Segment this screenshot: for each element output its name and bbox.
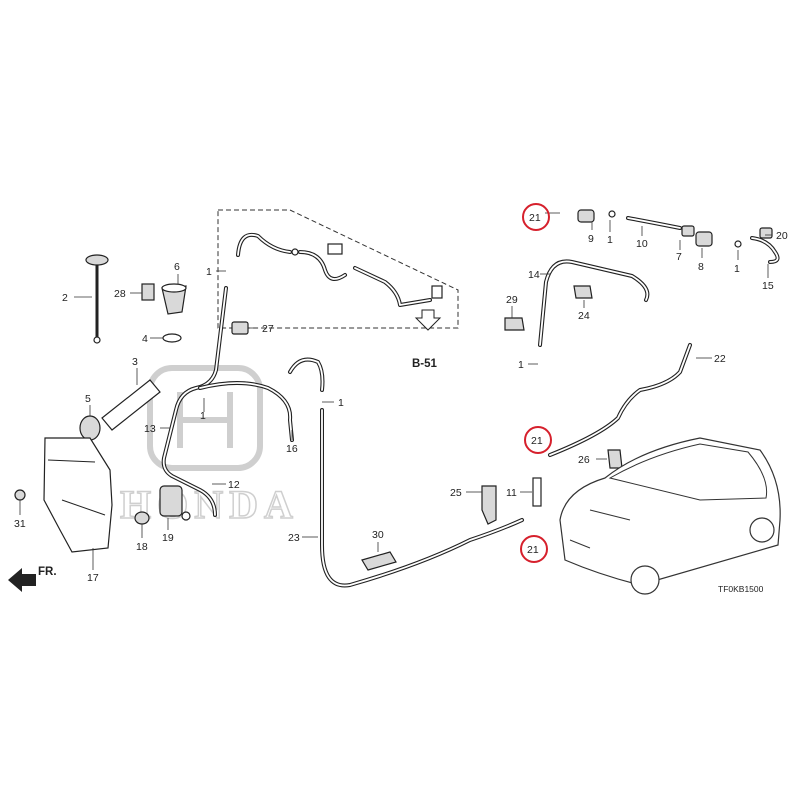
part-2-level-gauge: [85, 254, 109, 344]
callout-20[interactable]: 20: [776, 230, 788, 242]
callout-28[interactable]: 28: [114, 288, 126, 300]
part-3-filler-pipe: [101, 379, 161, 431]
direction-label: FR.: [38, 566, 57, 578]
callout-7[interactable]: 7: [676, 251, 682, 263]
part-25-bracket: [481, 485, 497, 525]
callout-21-mid[interactable]: 21: [531, 435, 543, 447]
callout-5[interactable]: 5: [85, 393, 91, 405]
ref-arrow-b51[interactable]: B-51: [412, 309, 442, 370]
hose-22: [548, 343, 692, 457]
callout-27[interactable]: 27: [262, 323, 274, 335]
part-11-hose: [532, 477, 542, 507]
callout-31[interactable]: 31: [14, 518, 26, 530]
callout-14[interactable]: 14: [528, 269, 540, 281]
callouts[interactable]: 2 1 6 28 4 27 3 5 1 13 16 12 17 31 18 19…: [14, 212, 788, 584]
callout-19[interactable]: 19: [162, 532, 174, 544]
part-27-clip: [231, 321, 249, 335]
reference-label: B-51: [412, 358, 438, 370]
callout-10[interactable]: 10: [636, 238, 648, 250]
callout-1[interactable]: 1: [518, 359, 524, 371]
callout-8[interactable]: 8: [698, 261, 704, 273]
part-4-o-ring: [162, 333, 182, 343]
highlight-circles: [520, 203, 552, 563]
part-24-clip: [573, 285, 593, 299]
part-26-clip: [607, 449, 623, 469]
reference-box: [217, 209, 459, 329]
callout-21-top[interactable]: 21: [529, 212, 541, 224]
callout-29[interactable]: 29: [506, 294, 518, 306]
callout-17[interactable]: 17: [87, 572, 99, 584]
top-right-hoses: [577, 209, 780, 264]
part-28-level-sensor: [141, 283, 155, 301]
callout-16[interactable]: 16: [286, 443, 298, 455]
hose-16: [198, 357, 325, 442]
callout-24[interactable]: 24: [578, 310, 590, 322]
hose-14: [538, 259, 650, 347]
callout-23[interactable]: 23: [288, 532, 300, 544]
callout-15[interactable]: 15: [762, 280, 774, 292]
hose-13: [161, 286, 228, 517]
callout-25[interactable]: 25: [450, 487, 462, 499]
part-29-pad: [504, 317, 525, 331]
part-18-grommet: [134, 511, 150, 525]
hose-23: [320, 408, 524, 588]
callout-2[interactable]: 2: [62, 292, 68, 304]
figure-code: TF0KB1500: [718, 584, 764, 594]
front-direction-arrow: FR.: [8, 566, 57, 592]
callout-11[interactable]: 11: [506, 487, 517, 499]
callout-1[interactable]: 1: [338, 397, 344, 409]
part-17-washer-tank: [43, 437, 113, 553]
callout-1[interactable]: 1: [200, 410, 206, 422]
callout-26[interactable]: 26: [578, 454, 590, 466]
leader-lines: [19, 212, 772, 570]
part-31-bolt: [14, 489, 26, 501]
part-5-seal: [79, 415, 101, 441]
part-6-filler-neck: [161, 283, 187, 315]
callout-21-bottom[interactable]: 21: [527, 544, 539, 556]
callout-4[interactable]: 4: [142, 333, 148, 345]
part-30-pad: [361, 551, 397, 571]
callout-18[interactable]: 18: [136, 541, 148, 553]
callout-1[interactable]: 1: [607, 234, 613, 246]
car-outline: [559, 437, 781, 595]
callout-30[interactable]: 30: [372, 529, 384, 541]
callout-6[interactable]: 6: [174, 261, 180, 273]
callout-22[interactable]: 22: [714, 353, 726, 365]
callout-12[interactable]: 12: [228, 479, 240, 491]
callout-1[interactable]: 1: [734, 263, 740, 275]
callout-9[interactable]: 9: [588, 233, 594, 245]
callout-1[interactable]: 1: [206, 266, 212, 278]
callout-3[interactable]: 3: [132, 356, 138, 368]
part-19-washer-pump: [159, 485, 191, 521]
callout-13[interactable]: 13: [144, 423, 156, 435]
